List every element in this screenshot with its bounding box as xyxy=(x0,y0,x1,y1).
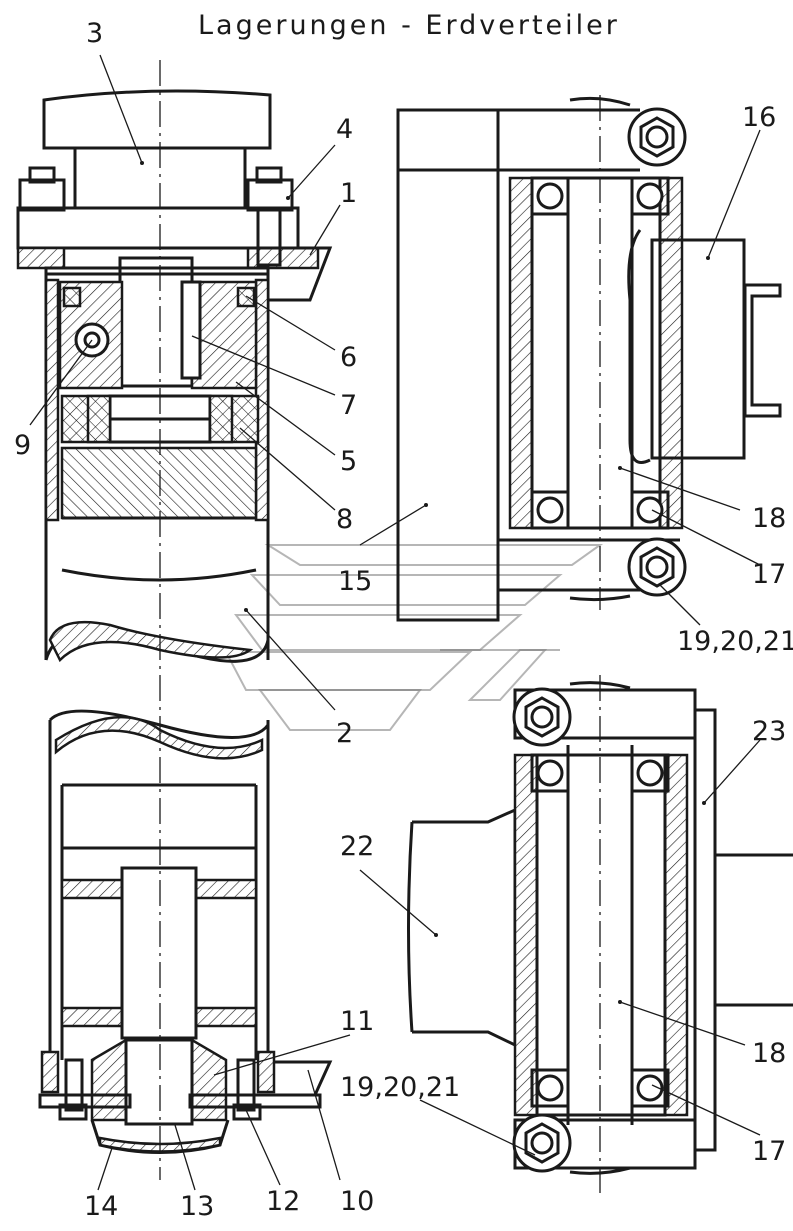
callout-12: 12 xyxy=(266,1186,300,1217)
callout-8: 8 xyxy=(336,504,353,535)
callout-10: 10 xyxy=(340,1186,374,1217)
callout-17-upper: 17 xyxy=(752,559,786,590)
callout-labels: 3 4 1 6 7 9 5 8 15 2 16 18 17 19,20,21 2… xyxy=(14,18,793,1222)
callout-17-lower: 17 xyxy=(752,1136,786,1167)
callout-18-upper: 18 xyxy=(752,503,786,534)
callout-19-20-21-lower: 19,20,21 xyxy=(340,1072,460,1103)
right-lower-assembly xyxy=(407,681,793,1175)
callout-3: 3 xyxy=(86,18,103,49)
callout-4: 4 xyxy=(336,114,353,145)
left-lower-assembly xyxy=(38,709,333,1154)
callout-23: 23 xyxy=(752,716,786,747)
callout-5: 5 xyxy=(340,446,357,477)
callout-1: 1 xyxy=(340,178,357,209)
callout-7: 7 xyxy=(340,390,357,421)
callout-22: 22 xyxy=(340,831,374,862)
watermark-logo xyxy=(224,544,604,731)
callout-2: 2 xyxy=(336,718,353,749)
callout-19-20-21-upper: 19,20,21 xyxy=(677,626,793,657)
callout-11: 11 xyxy=(340,1006,374,1037)
leader-lines xyxy=(29,54,761,1191)
right-upper-assembly xyxy=(396,96,782,622)
drawing-title: Lagerungen - Erdverteiler xyxy=(198,10,620,41)
callout-16: 16 xyxy=(742,102,776,133)
callout-15: 15 xyxy=(338,566,372,597)
left-upper-assembly xyxy=(16,89,333,663)
callout-14: 14 xyxy=(84,1191,118,1222)
callout-9: 9 xyxy=(14,430,31,461)
callout-6: 6 xyxy=(340,342,357,373)
callout-18-lower: 18 xyxy=(752,1038,786,1069)
callout-13: 13 xyxy=(180,1191,214,1222)
